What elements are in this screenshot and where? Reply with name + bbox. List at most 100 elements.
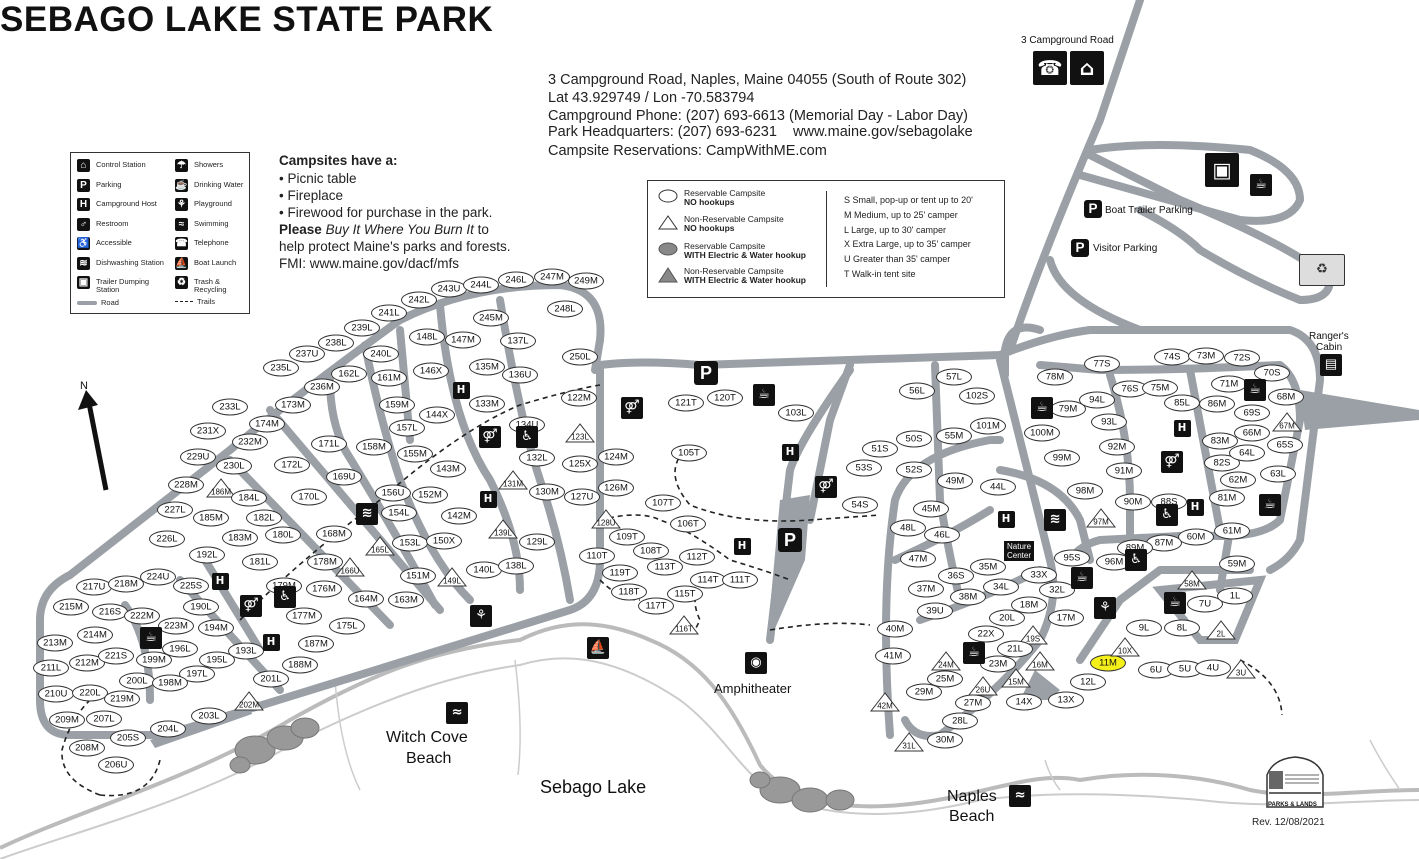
campsite-marker[interactable]: 187M	[298, 635, 334, 653]
campsite-marker[interactable]: 22X	[968, 625, 1004, 643]
campsite-marker[interactable]: 103L	[778, 404, 814, 422]
campsite-marker[interactable]: 27M	[955, 694, 991, 712]
campsite-marker[interactable]: 1L	[1217, 587, 1253, 605]
campsite-marker[interactable]: 178M	[307, 553, 343, 571]
campsite-marker[interactable]: 69S	[1234, 404, 1270, 422]
campsite-marker[interactable]: 146X	[413, 362, 449, 380]
campsite-marker[interactable]: 119T	[602, 564, 638, 582]
campsite-marker[interactable]: 21L	[997, 640, 1033, 658]
campsite-marker[interactable]: 242L	[401, 291, 437, 309]
campsite-label[interactable]: 10X	[1117, 646, 1133, 656]
campsite-marker[interactable]: 156U	[375, 484, 411, 502]
campsite-marker[interactable]: 192L	[189, 546, 225, 564]
campsite-marker[interactable]: 120T	[707, 389, 743, 407]
campsite-marker[interactable]: 28L	[942, 712, 978, 730]
campsite-marker[interactable]: 55M	[936, 427, 972, 445]
campsite-marker[interactable]: 135M	[469, 358, 505, 376]
campsite-marker[interactable]: 244L	[463, 276, 499, 294]
campsite-marker[interactable]: 38M	[950, 588, 986, 606]
campsite-marker[interactable]: 59M	[1219, 555, 1255, 573]
campsite-marker[interactable]: 51S	[862, 440, 898, 458]
campsite-marker[interactable]: 238L	[318, 334, 354, 352]
campsite-marker[interactable]: 232M	[232, 433, 268, 451]
campsite-marker[interactable]: 30M	[927, 731, 963, 749]
campsite-marker[interactable]: 181L	[242, 553, 278, 571]
campsite-marker[interactable]: 36S	[938, 567, 974, 585]
campsite-label[interactable]: 3U	[1235, 668, 1247, 678]
campsite-label[interactable]: 116T	[675, 624, 693, 634]
campsite-marker[interactable]: 188M	[282, 656, 318, 674]
campsite-marker[interactable]: 99M	[1044, 449, 1080, 467]
campsite-marker[interactable]: 231X	[190, 422, 226, 440]
campsite-label[interactable]: 166U	[340, 566, 360, 576]
campsite-marker[interactable]: 235L	[263, 359, 299, 377]
campsite-marker[interactable]: 220L	[72, 684, 108, 702]
campsite-marker[interactable]: 184L	[231, 489, 267, 507]
campsite-marker[interactable]: 83M	[1202, 432, 1238, 450]
campsite-marker[interactable]: 159M	[379, 396, 415, 414]
campsite-marker[interactable]: 174M	[249, 415, 285, 433]
campsite-marker[interactable]: 98M	[1067, 482, 1103, 500]
campsite-marker[interactable]: 198M	[152, 674, 188, 692]
campsite-marker[interactable]: 195L	[199, 651, 235, 669]
campsite-marker[interactable]: 54S	[842, 496, 878, 514]
campsite-marker[interactable]: 200L	[119, 672, 155, 690]
campsite-marker[interactable]: 62M	[1220, 471, 1256, 489]
campsite-marker[interactable]: 129L	[519, 533, 555, 551]
campsite-marker[interactable]: 8L	[1164, 619, 1200, 637]
campsite-marker[interactable]: 108T	[633, 542, 669, 560]
campsite-marker[interactable]: 122M	[561, 389, 597, 407]
campsite-label[interactable]: 131M	[502, 479, 524, 489]
campsite-marker[interactable]: 233L	[212, 398, 248, 416]
campsite-label[interactable]: 97M	[1093, 517, 1109, 527]
campsite-marker[interactable]: 207L	[86, 710, 122, 728]
campsite-marker[interactable]: 66M	[1234, 424, 1270, 442]
campsite-marker[interactable]: 49M	[937, 472, 973, 490]
campsite-marker[interactable]: 79M	[1050, 400, 1086, 418]
campsite-marker[interactable]: 25M	[927, 670, 963, 688]
campsite-marker[interactable]: 82S	[1204, 454, 1240, 472]
campsite-marker[interactable]: 152M	[412, 486, 448, 504]
campsite-marker[interactable]: 72S	[1224, 349, 1260, 367]
campsite-marker[interactable]: 50S	[896, 430, 932, 448]
campsite-marker[interactable]: 44L	[980, 478, 1016, 496]
campsite-marker[interactable]: 218M	[108, 575, 144, 593]
campsite-marker[interactable]: 63L	[1260, 465, 1296, 483]
campsite-marker[interactable]: 95S	[1054, 549, 1090, 567]
campsite-marker[interactable]: 70S	[1254, 364, 1290, 382]
campsite-label[interactable]: 202M	[238, 700, 260, 710]
campsite-marker[interactable]: 227L	[157, 501, 193, 519]
campsite-label[interactable]: 67M	[1279, 421, 1295, 431]
campsite-marker[interactable]: 106T	[670, 515, 706, 533]
campsite-marker[interactable]: 210U	[38, 685, 74, 703]
campsite-label[interactable]: 165L	[371, 545, 389, 555]
campsite-label[interactable]: 42M	[877, 701, 893, 711]
campsite-marker[interactable]: 185M	[193, 509, 229, 527]
campsite-marker[interactable]: 155M	[397, 445, 433, 463]
campsite-marker[interactable]: 175L	[329, 617, 365, 635]
campsite-marker[interactable]: 142M	[441, 507, 477, 525]
campsite-marker[interactable]: 132L	[519, 449, 555, 467]
campsite-marker[interactable]: 115T	[667, 585, 703, 603]
campsite-marker[interactable]: 147M	[445, 331, 481, 349]
campsite-marker[interactable]: 77S	[1084, 355, 1120, 373]
campsite-marker[interactable]: 118T	[611, 583, 647, 601]
campsite-marker[interactable]: 130M	[529, 483, 565, 501]
campsite-marker[interactable]: 154L	[381, 504, 417, 522]
campsite-marker[interactable]: 126M	[598, 479, 634, 497]
campsite-marker[interactable]: 81M	[1209, 489, 1245, 507]
campsite-marker[interactable]: 11M	[1090, 654, 1126, 672]
campsite-marker[interactable]: 125X	[562, 455, 598, 473]
campsite-marker[interactable]: 215M	[53, 598, 89, 616]
campsite-marker[interactable]: 18M	[1011, 596, 1047, 614]
campsite-label[interactable]: 186M	[210, 487, 232, 497]
campsite-marker[interactable]: 148L	[409, 328, 445, 346]
campsite-marker[interactable]: 34L	[983, 578, 1019, 596]
campsite-marker[interactable]: 229U	[180, 448, 216, 466]
campsite-marker[interactable]: 94L	[1079, 391, 1115, 409]
campsite-marker[interactable]: 86M	[1199, 395, 1235, 413]
campsite-marker[interactable]: 65S	[1267, 436, 1303, 454]
campsite-marker[interactable]: 23M	[980, 655, 1016, 673]
campsite-marker[interactable]: 190L	[183, 598, 219, 616]
park-website-link[interactable]: www.maine.gov/sebagolake	[793, 124, 973, 140]
